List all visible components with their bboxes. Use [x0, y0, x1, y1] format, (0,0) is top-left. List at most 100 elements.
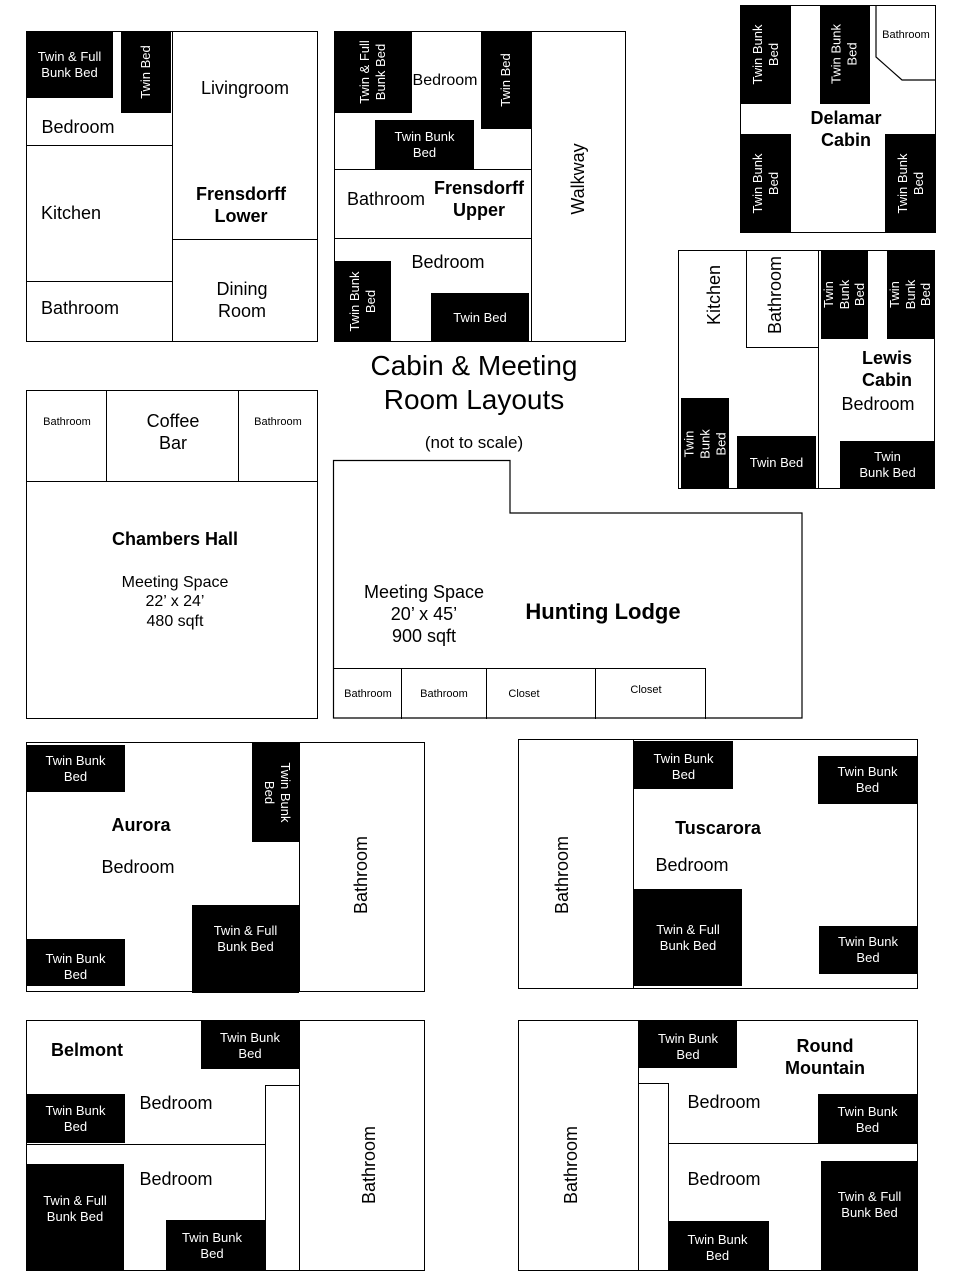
twin-full-bunk-bed	[26, 31, 113, 98]
cabin-name: Frensdorff Lower	[196, 184, 286, 226]
twin-bunk-bed	[166, 1220, 265, 1271]
twin-bunk-bed-label: Twin Bunk Bed	[45, 752, 106, 784]
frensdorff-lower-wall	[172, 239, 318, 241]
twin-bunk-bed	[885, 134, 936, 233]
frensdorff-lower-wall	[172, 31, 174, 342]
twin-bed-label: Twin Bed	[453, 309, 507, 325]
twin-bunk-bed-label: Twin Bunk Bed	[859, 449, 916, 480]
chambers-outline	[26, 390, 318, 719]
hunting-lodge-wall	[595, 668, 597, 719]
cabin-name: Aurora	[111, 815, 171, 836]
hunting-lodge-wall	[705, 668, 707, 719]
twin-bunk-bed	[252, 743, 299, 842]
twin-bunk-bed-label: Twin Bunk Bed	[653, 751, 714, 782]
lodge-name: Hunting Lodge	[525, 598, 681, 624]
twin-bunk-bed	[375, 120, 474, 170]
room-label-bathroom: Bathroom	[882, 29, 930, 42]
room-label-bathroom: Bathroom	[765, 255, 786, 335]
twin-full-bunk-bed	[634, 889, 742, 986]
room-label-kitchen: Kitchen	[40, 203, 102, 224]
twin-bed-label: Twin Bed	[138, 45, 154, 99]
twin-bunk-bed-label: Twin Bunk Bed	[838, 934, 898, 965]
twin-bunk-bed	[634, 741, 733, 789]
chambers-wall	[238, 390, 240, 482]
cabin-name: Delamar Cabin	[810, 108, 882, 150]
twin-bunk-bed	[681, 398, 729, 489]
twin-full-bunk-bed-label: Twin & Full Bunk Bed	[357, 40, 388, 104]
twin-bunk-bed	[818, 756, 917, 804]
twin-bunk-bed-label: Twin Bunk Bed	[749, 24, 781, 85]
room-label-bedroom: Bedroom	[687, 1169, 761, 1190]
round-mountain-wall	[638, 1020, 640, 1271]
room-label-bathroom: Bathroom	[346, 189, 426, 210]
twin-bunk-bed	[201, 1020, 299, 1069]
chambers-wall	[26, 481, 318, 483]
room-label-bathroom: Bathroom	[43, 416, 91, 429]
chambers-wall	[106, 390, 108, 482]
twin-bunk-bed-label: Twin Bunk Bed	[346, 271, 378, 332]
round-mountain-wall	[668, 1143, 918, 1145]
belmont-wall	[265, 1085, 300, 1087]
twin-full-bunk-bed	[192, 905, 299, 993]
twin-bunk-bed-label: Twin Bunk Bed	[394, 129, 455, 160]
cabin-name: Lewis Cabin	[861, 348, 913, 390]
twin-bunk-bed	[669, 1221, 769, 1271]
room-label-bathroom: Bathroom	[254, 416, 302, 429]
hunting-lodge-wall	[334, 668, 706, 670]
twin-bunk-bed	[821, 250, 868, 339]
belmont-wall	[26, 1144, 266, 1146]
twin-bunk-bed-label: Twin Bunk Bed	[687, 1232, 748, 1263]
room-label-bedroom: Bedroom	[687, 1092, 761, 1113]
twin-bunk-bed	[26, 745, 125, 792]
twin-bunk-bed-label: Twin Bunk Bed	[45, 1102, 106, 1134]
delamar-bathroom-wall	[875, 5, 936, 81]
round-mountain-wall	[668, 1083, 670, 1271]
room-label-bathroom: Bathroom	[420, 688, 468, 701]
aurora-wall	[299, 742, 301, 992]
twin-bunk-bed	[887, 250, 934, 339]
twin-bed	[481, 31, 531, 129]
page-title: Cabin & Meeting Room Layouts	[370, 349, 578, 415]
twin-bunk-bed-label: Twin Bunk Bed	[658, 1031, 718, 1062]
twin-bed	[121, 31, 171, 113]
hunting-lodge-outline	[332, 459, 803, 719]
room-label-bedroom: Bedroom	[139, 1169, 213, 1190]
room-label-bathroom: Bathroom	[40, 298, 120, 319]
twin-bunk-bed	[26, 1094, 125, 1143]
twin-bunk-bed	[740, 5, 791, 104]
twin-bunk-bed-label: Twin Bunk Bed	[820, 279, 868, 310]
twin-bunk-bed-label: Twin Bunk Bed	[182, 1230, 242, 1261]
twin-full-bunk-bed	[26, 1164, 124, 1271]
frensdorff-upper-wall	[531, 31, 533, 342]
twin-full-bunk-bed-label: Twin & Full Bunk Bed	[213, 923, 278, 954]
twin-full-bunk-bed	[334, 31, 412, 113]
frensdorff-lower-wall	[26, 281, 173, 283]
cabin-name: Belmont	[51, 1040, 123, 1061]
room-label-bedroom: Bedroom	[412, 72, 478, 90]
room-label-bedroom: Bedroom	[139, 1093, 213, 1114]
twin-bunk-bed-label: Twin Bunk Bed	[894, 153, 926, 214]
twin-bunk-bed	[334, 261, 391, 342]
room-label-closet: Closet	[630, 684, 662, 697]
twin-full-bunk-bed-label: Twin & Full Bunk Bed	[37, 48, 102, 80]
twin-bed	[431, 293, 529, 342]
room-label-dining-room: Dining Room	[216, 279, 268, 321]
room-label-bedroom: Bedroom	[411, 252, 485, 273]
cabin-name: Tuscarora	[675, 818, 761, 839]
belmont-wall	[265, 1085, 267, 1271]
twin-bunk-bed	[819, 926, 917, 974]
room-label-bedroom: Bedroom	[655, 855, 729, 876]
hall-name: Chambers Hall	[111, 529, 239, 550]
twin-full-bunk-bed-label: Twin & Full Bunk Bed	[837, 1189, 902, 1220]
tuscarora-wall	[633, 739, 635, 989]
twin-bunk-bed	[820, 5, 870, 104]
twin-bunk-bed-label: Twin Bunk Bed	[45, 950, 106, 982]
room-label-bedroom: Bedroom	[841, 394, 915, 415]
twin-bunk-bed	[639, 1020, 737, 1068]
twin-full-bunk-bed-label: Twin & Full Bunk Bed	[656, 922, 720, 953]
twin-bunk-bed-label: Twin Bunk Bed	[886, 279, 934, 310]
room-label-bedroom: Bedroom	[41, 117, 115, 138]
room-label-bedroom: Bedroom	[101, 857, 175, 878]
twin-bunk-bed	[818, 1094, 917, 1143]
room-label-kitchen: Kitchen	[704, 264, 725, 326]
